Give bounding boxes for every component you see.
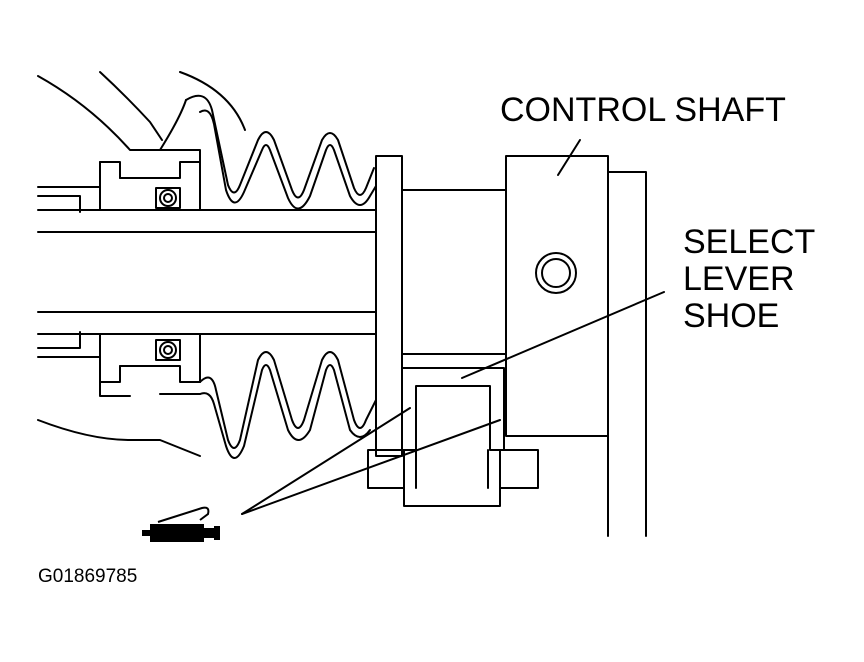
grease-gun-icon <box>142 506 220 542</box>
control-shaft <box>505 155 647 537</box>
flange-plate <box>375 155 507 457</box>
control-shaft-label: CONTROL SHAFT <box>500 91 786 129</box>
figure-id: G01869785 <box>38 566 138 587</box>
select-lever-shoe-label-line3: SHOE <box>683 297 780 335</box>
upper-boot-assembly <box>37 71 377 213</box>
leader-lines <box>241 139 665 515</box>
select-lever-shoe-label-line2: LEVER <box>683 260 795 298</box>
shaft <box>37 231 377 313</box>
select-lever-shoe-label-line1: SELECT <box>683 223 816 261</box>
lower-boot-assembly <box>37 331 377 459</box>
